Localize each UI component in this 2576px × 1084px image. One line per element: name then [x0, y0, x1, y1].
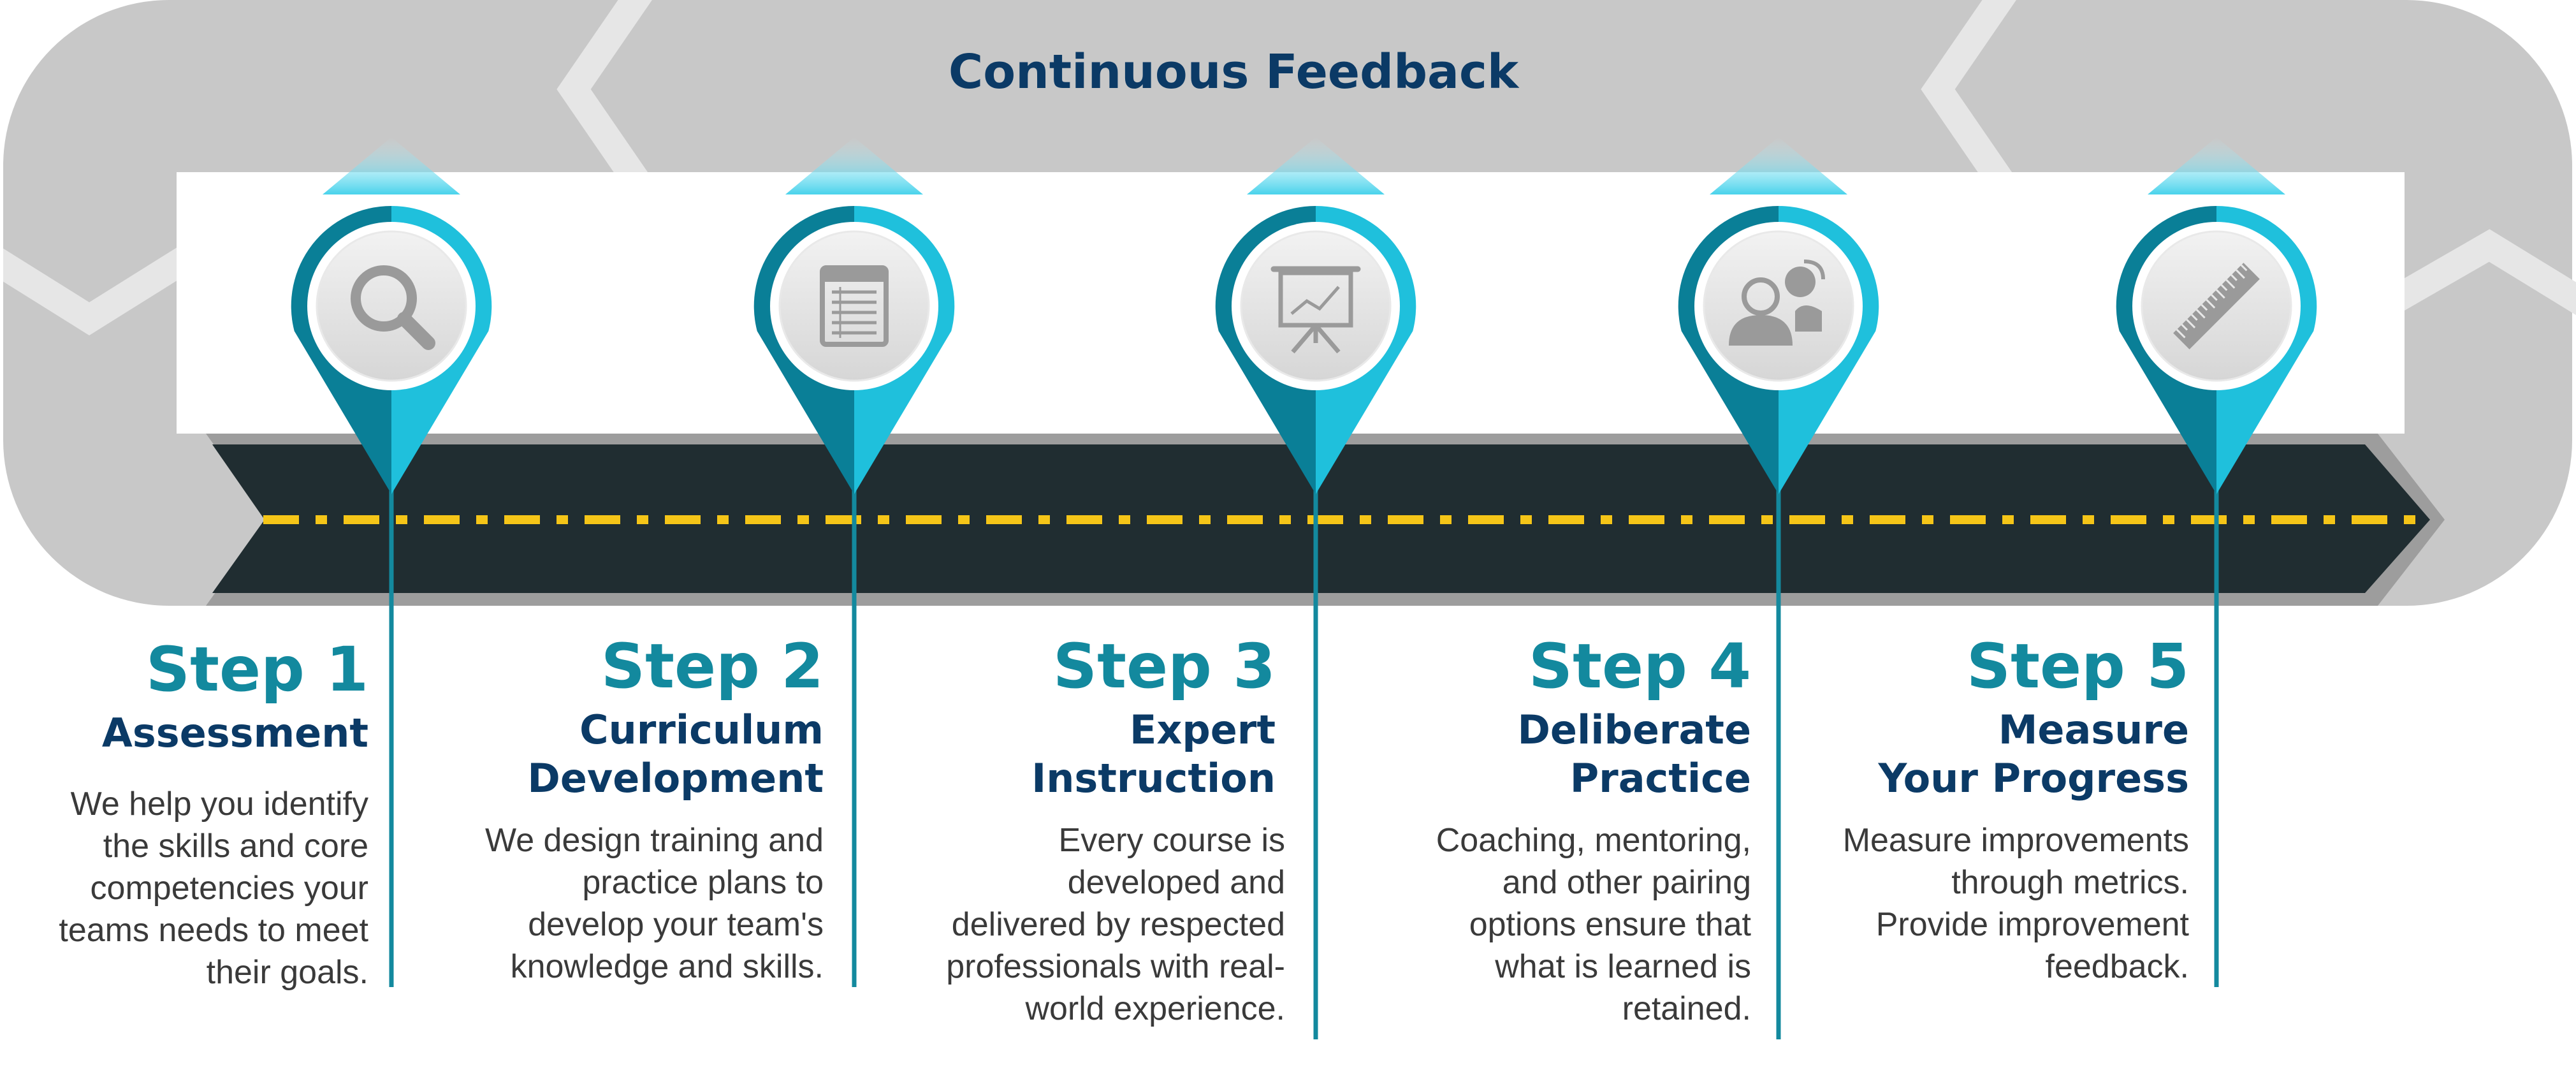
document-list-icon	[820, 265, 889, 347]
step-2: Step 2 Curriculum Development We design …	[441, 628, 824, 988]
step-1: Step 1 Assessment We help you identify t…	[0, 631, 368, 993]
step-title: Measure Your Progress	[1878, 707, 2189, 802]
step-description: We design training and practice plans to…	[485, 822, 824, 985]
step-description: We help you identify the skills and core…	[59, 786, 368, 991]
presentation-board-icon	[1270, 266, 1361, 354]
map-pin-step-1	[291, 137, 492, 494]
step-title: Expert Instruction	[1031, 707, 1276, 802]
step-number: Step 4	[1528, 631, 1751, 702]
step-number: Step 2	[600, 631, 824, 702]
step-number: Step 5	[1966, 631, 2189, 702]
page-title: Continuous Feedback	[948, 45, 1519, 99]
road	[206, 434, 2445, 606]
people-chat-icon	[1729, 260, 1825, 346]
magnifier-icon	[351, 265, 435, 350]
map-pin-step-4	[1678, 137, 1879, 494]
step-description: Coaching, mentoring, and other pairing o…	[1436, 822, 1751, 1027]
step-title: Deliberate Practice	[1517, 707, 1751, 802]
step-description: Measure improvements through metrics. Pr…	[1842, 822, 2189, 985]
step-title: Curriculum Development	[527, 707, 824, 802]
map-pin-step-2	[753, 137, 955, 494]
step-4: Step 4 Deliberate Practice Coaching, men…	[1369, 628, 1751, 1030]
map-pin-step-5	[2116, 137, 2317, 494]
step-number: Step 1	[145, 634, 368, 705]
ruler-icon	[2173, 263, 2260, 349]
step-title: Assessment	[101, 710, 368, 756]
step-number: Step 3	[1052, 631, 1276, 702]
pin-stems	[389, 465, 2219, 1039]
map-pin-step-3	[1215, 137, 1416, 494]
step-description: Every course is developed and delivered …	[946, 822, 1285, 1027]
step-5: Step 5 Measure Your Progress Measure imp…	[1781, 628, 2189, 988]
step-3: Step 3 Expert Instruction Every course i…	[877, 628, 1285, 1030]
